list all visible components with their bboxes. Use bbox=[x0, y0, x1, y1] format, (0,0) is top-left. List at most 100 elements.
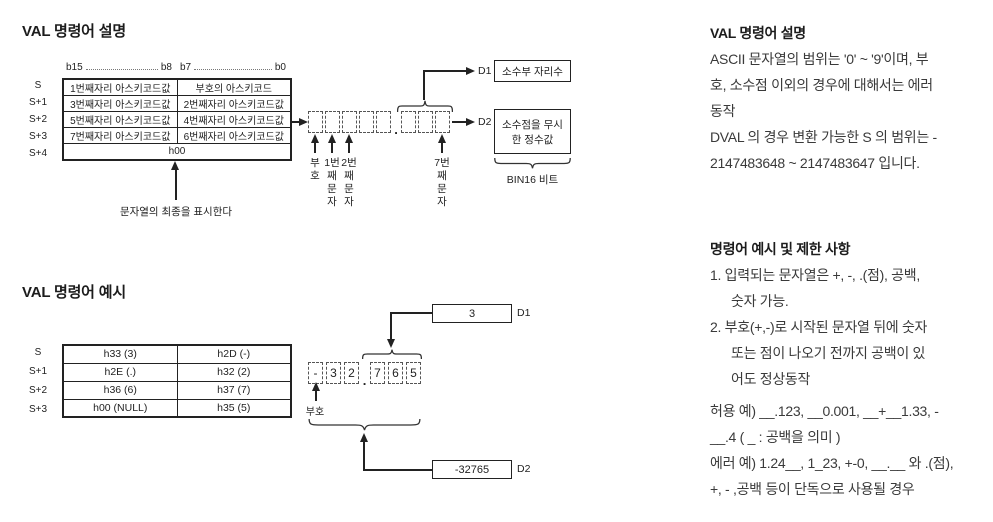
table-cell: 5번째자리 아스키코드값 bbox=[62, 111, 178, 128]
table-cell: h37 (7) bbox=[176, 380, 292, 400]
arrow-line bbox=[315, 389, 317, 401]
dotted-leader bbox=[194, 69, 272, 70]
table-row: 7번째자리 아스키코드값 6번째자리 아스키코드값 bbox=[62, 127, 292, 144]
underbrace bbox=[494, 158, 571, 169]
table-row: h36 (6) h37 (7) bbox=[62, 380, 292, 400]
restrictions-title: 명령어 예시 및 제한 사항 bbox=[710, 241, 851, 257]
sign-char-label: 부호 bbox=[310, 157, 320, 182]
table-cell: 4번째자리 아스키코드값 bbox=[176, 111, 292, 128]
right-arrowhead bbox=[466, 67, 475, 75]
up-arrowhead bbox=[345, 134, 353, 143]
table-caption: 문자열의 최종을 표시한다 bbox=[119, 206, 233, 218]
description-section: VAL 명령어 설명 ASCII 문자열의 범위는 '0' ~ '9'이며, 부… bbox=[710, 20, 993, 176]
restriction-item-cont: 또는 점이 나오기 전까지 공백이 있 bbox=[731, 345, 926, 361]
restriction-item-cont: 숫자 가능. bbox=[731, 293, 789, 309]
d1-register-label: D1 bbox=[517, 307, 531, 319]
decimal-point: . bbox=[394, 122, 398, 137]
arrow-line bbox=[452, 121, 466, 123]
decimal-point: . bbox=[362, 373, 367, 388]
table-row: h00 (NULL) h35 (5) bbox=[62, 398, 292, 418]
arrow-line bbox=[390, 312, 432, 314]
char-box-3 bbox=[359, 111, 374, 133]
char-box-2 bbox=[342, 111, 357, 133]
d2-result-text: 소수점을 무시한 정수값 bbox=[502, 118, 563, 146]
table-cell: h32 (2) bbox=[176, 362, 292, 382]
row-label-s3: S+3 bbox=[28, 404, 48, 415]
restrictions-section: 명령어 예시 및 제한 사항 1. 입력되는 문자열은 +, -, .(점), … bbox=[710, 236, 993, 392]
char-box-sign bbox=[308, 111, 323, 133]
d1-register-label: D1 bbox=[478, 65, 492, 77]
error-example-line: 에러 예) 1.24__, 1_23, +-0, __.__ 와 .(점), bbox=[710, 455, 954, 471]
table-row: h00 bbox=[62, 143, 292, 160]
allowed-example-line: __.4 ( _ : 공백을 의미 ) bbox=[710, 429, 841, 445]
diagram1-title: VAL 명령어 설명 bbox=[22, 23, 126, 40]
digit-box: 3 bbox=[326, 362, 341, 384]
description-line: DVAL 의 경우 변환 가능한 S 의 범위는 - bbox=[710, 129, 937, 145]
char-box-strip: . bbox=[308, 111, 450, 137]
table-cell: h00 (NULL) bbox=[62, 398, 178, 418]
bin16-label: BIN16 비트 bbox=[506, 174, 559, 186]
table-row: 1번째자리 아스키코드값 부호의 아스키코드 bbox=[62, 78, 292, 96]
bit-label-b7: b7 bbox=[180, 62, 192, 73]
first-char-label: 1번째문자 bbox=[324, 157, 340, 208]
arrow-line bbox=[348, 141, 350, 153]
bit-label-b8: b8 bbox=[160, 62, 172, 73]
overbrace bbox=[397, 100, 453, 112]
digit-box: 7 bbox=[370, 362, 385, 384]
arrow-line bbox=[331, 141, 333, 153]
table-cell: h35 (5) bbox=[176, 398, 292, 418]
bit-range-low: b7 b0 bbox=[176, 62, 290, 73]
table-cell-null: h00 bbox=[62, 143, 292, 160]
up-arrowhead bbox=[312, 382, 320, 391]
table-cell: 1번째자리 아스키코드값 bbox=[62, 78, 178, 96]
d1-value-box: 3 bbox=[432, 304, 512, 323]
arrow-line bbox=[175, 169, 177, 200]
row-label-s2: S+2 bbox=[28, 114, 48, 125]
arrow-line bbox=[291, 121, 300, 123]
table-cell: 7번째자리 아스키코드값 bbox=[62, 127, 178, 144]
table-row: 3번째자리 아스키코드값 2번째자리 아스키코드값 bbox=[62, 95, 292, 112]
ascii-code-table: 1번째자리 아스키코드값 부호의 아스키코드 3번째자리 아스키코드값 2번째자… bbox=[62, 78, 292, 161]
d2-value-box: -32765 bbox=[432, 460, 512, 479]
bit-range-header: b15 b8 b7 b0 bbox=[62, 62, 290, 73]
d2-register-label: D2 bbox=[478, 116, 492, 128]
table-cell: 2번째자리 아스키코드값 bbox=[176, 95, 292, 112]
digit-box: 2 bbox=[344, 362, 359, 384]
digit-box-sign: - bbox=[308, 362, 323, 384]
digit-box: 5 bbox=[406, 362, 421, 384]
up-arrowhead bbox=[171, 161, 179, 170]
description-line: 호, 소수점 이외의 경우에 대해서는 에러 bbox=[710, 77, 933, 93]
arrow-line bbox=[423, 71, 425, 100]
char-box-7 bbox=[435, 111, 450, 133]
row-label-s1: S+1 bbox=[28, 366, 48, 377]
table-cell: h2E (.) bbox=[62, 362, 178, 382]
description-line: 2147483648 ~ 2147483647 입니다. bbox=[710, 155, 920, 171]
restriction-item: 1. 입력되는 문자열은 +, -, .(점), 공백, bbox=[710, 267, 920, 283]
right-arrowhead bbox=[466, 118, 475, 126]
right-arrowhead bbox=[299, 118, 308, 126]
description-line: ASCII 문자열의 범위는 '0' ~ '9'이며, 부 bbox=[710, 51, 929, 67]
table-row: h2E (.) h32 (2) bbox=[62, 362, 292, 382]
table-cell: h36 (6) bbox=[62, 380, 178, 400]
description-title: VAL 명령어 설명 bbox=[710, 25, 806, 41]
digit-box: 6 bbox=[388, 362, 403, 384]
allowed-example-line: 허용 예) __.123, __0.001, __+__1.33, - bbox=[710, 403, 939, 419]
row-label-s: S bbox=[34, 80, 42, 91]
table-row: 5번째자리 아스키코드값 4번째자리 아스키코드값 bbox=[62, 111, 292, 128]
table-cell: 부호의 아스키코드 bbox=[176, 78, 292, 96]
d2-result-box: 소수점을 무시한 정수값 bbox=[494, 109, 571, 154]
table-cell: 3번째자리 아스키코드값 bbox=[62, 95, 178, 112]
up-arrowhead bbox=[311, 134, 319, 143]
row-label-s2: S+2 bbox=[28, 385, 48, 396]
table-cell: h33 (3) bbox=[62, 344, 178, 364]
char-box-5 bbox=[401, 111, 416, 133]
row-label-s4: S+4 bbox=[28, 148, 48, 159]
restriction-item: 2. 부호(+,-)로 시작된 문자열 뒤에 숫자 bbox=[710, 319, 928, 335]
seventh-char-label: 7번째문자 bbox=[434, 157, 450, 208]
bit-range-high: b15 b8 bbox=[62, 62, 176, 73]
restriction-item-cont: 어도 정상동작 bbox=[731, 371, 811, 387]
up-arrowhead bbox=[360, 433, 368, 442]
arrow-line bbox=[314, 141, 316, 153]
error-example-line: +, - ,공백 등이 단독으로 사용될 경우 bbox=[710, 481, 915, 497]
